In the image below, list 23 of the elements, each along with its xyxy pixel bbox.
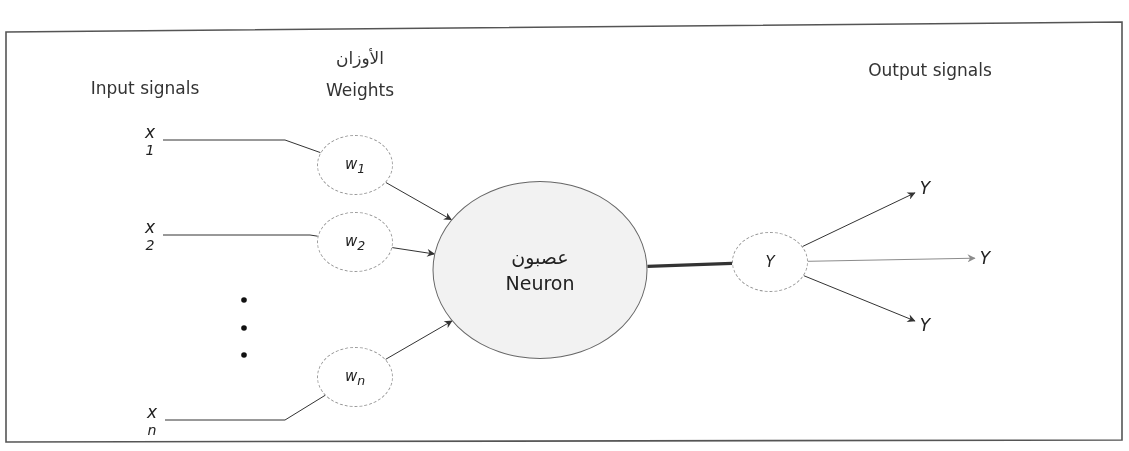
heading: Weights <box>325 80 395 100</box>
node-text: Y <box>765 253 775 271</box>
variable-label: Y <box>917 314 933 336</box>
arrow <box>803 275 916 322</box>
node-text: عصبون <box>511 245 569 270</box>
node-text: w$_{2}$ <box>344 231 366 253</box>
node-text: w$_{1}$ <box>344 154 366 176</box>
connector-line <box>647 261 733 268</box>
connector-line <box>162 139 321 154</box>
node-text: Neuron <box>505 271 575 296</box>
arrow <box>385 320 453 360</box>
variable-label: Y <box>977 247 993 269</box>
node-text: w$_{n}$ <box>344 366 366 388</box>
arrow <box>391 247 436 257</box>
arrow <box>385 182 452 221</box>
arrow <box>802 192 916 247</box>
variable-label: Y <box>917 177 933 199</box>
heading: الأوزان <box>336 48 384 68</box>
heading: Input signals <box>90 78 200 98</box>
heading: Output signals <box>868 60 992 80</box>
connector-line <box>162 234 319 237</box>
arrow <box>807 254 976 263</box>
connector-line <box>164 394 326 421</box>
